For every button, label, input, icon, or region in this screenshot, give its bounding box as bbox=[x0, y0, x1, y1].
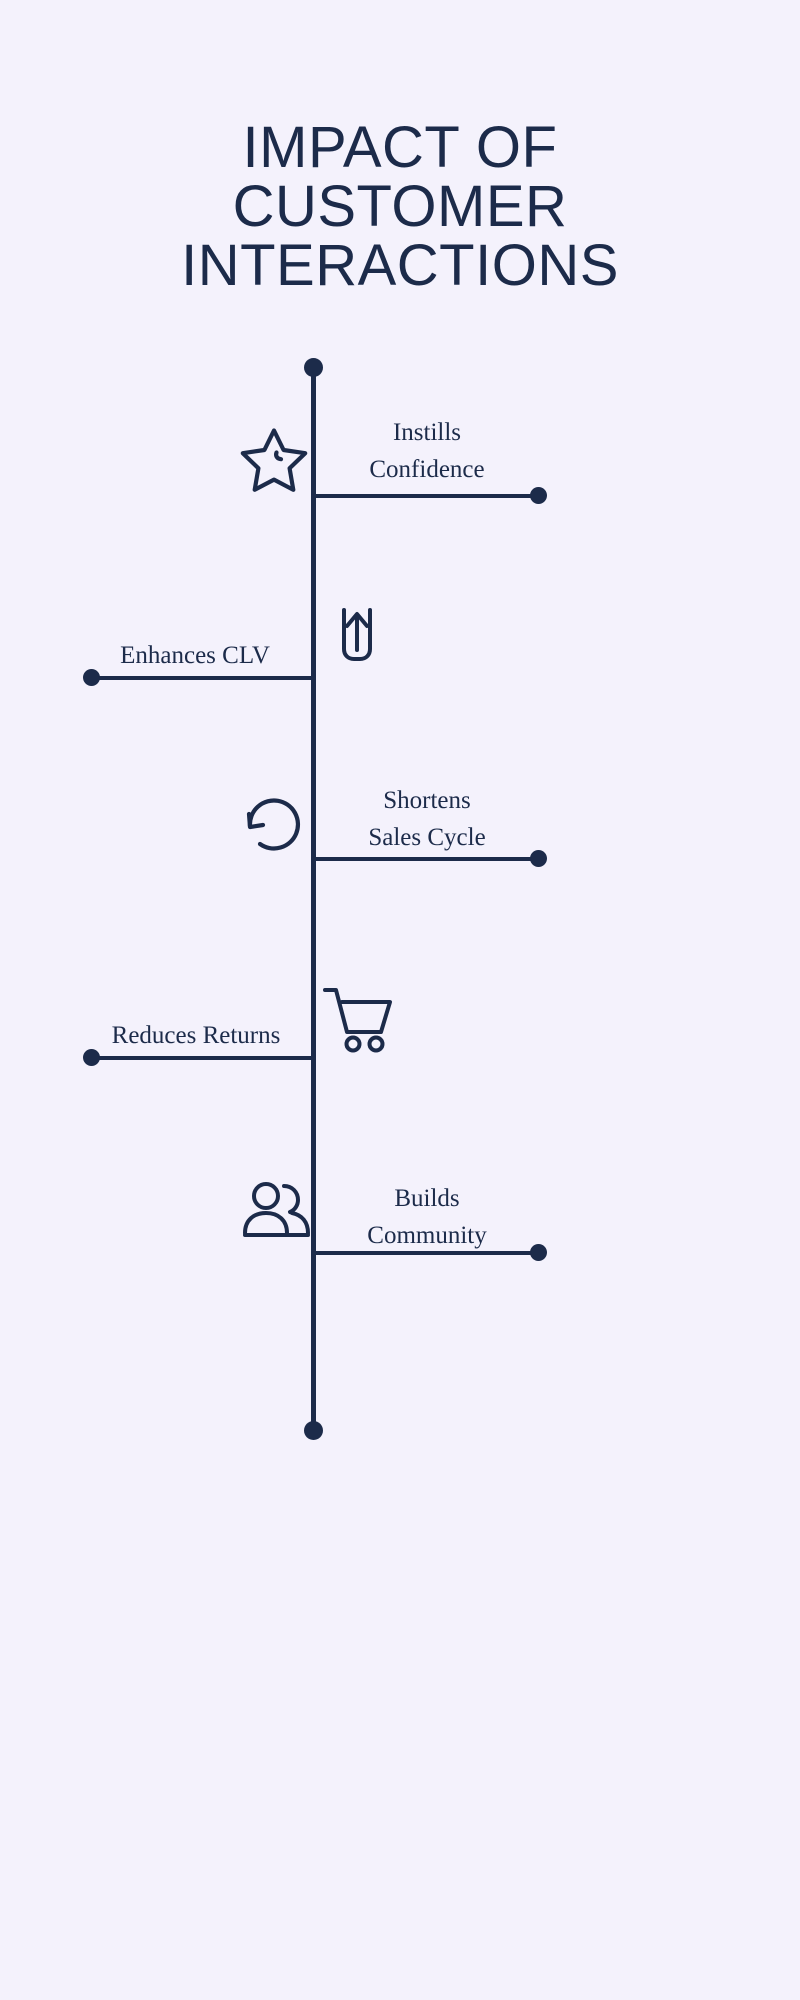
branch-connector-4 bbox=[90, 1056, 316, 1060]
page-title: IMPACT OF CUSTOMER INTERACTIONS bbox=[0, 118, 800, 295]
timeline-end-dot bbox=[304, 1421, 323, 1440]
branch-end-dot-1 bbox=[530, 487, 547, 504]
title-line-3: INTERACTIONS bbox=[181, 233, 619, 298]
star-icon bbox=[236, 422, 312, 498]
timeline-item-label-3: Shortens Sales Cycle bbox=[368, 787, 486, 851]
upload-arrow-icon bbox=[322, 602, 392, 672]
timeline-item-label-1: Instills Confidence bbox=[369, 419, 485, 483]
branch-end-dot-4 bbox=[83, 1049, 100, 1066]
branch-connector-2 bbox=[90, 676, 316, 680]
timeline-spine bbox=[311, 367, 316, 1431]
timeline-item-label-4: Reduces Returns bbox=[111, 1022, 281, 1049]
branch-connector-3 bbox=[313, 857, 539, 861]
people-group-icon bbox=[240, 1177, 312, 1249]
timeline-start-dot bbox=[304, 358, 323, 377]
branch-end-dot-5 bbox=[530, 1244, 547, 1261]
timeline-item-label-2: Enhances CLV bbox=[120, 642, 270, 669]
branch-end-dot-3 bbox=[530, 850, 547, 867]
title-line-2: CUSTOMER bbox=[232, 174, 568, 239]
timeline-item-label-5: Builds Community bbox=[367, 1185, 487, 1249]
title-line-1: IMPACT OF bbox=[242, 115, 558, 180]
refresh-loop-icon bbox=[238, 786, 308, 856]
branch-connector-5 bbox=[313, 1251, 539, 1255]
shopping-cart-icon bbox=[322, 982, 396, 1056]
branch-end-dot-2 bbox=[83, 669, 100, 686]
branch-connector-1 bbox=[313, 494, 539, 498]
